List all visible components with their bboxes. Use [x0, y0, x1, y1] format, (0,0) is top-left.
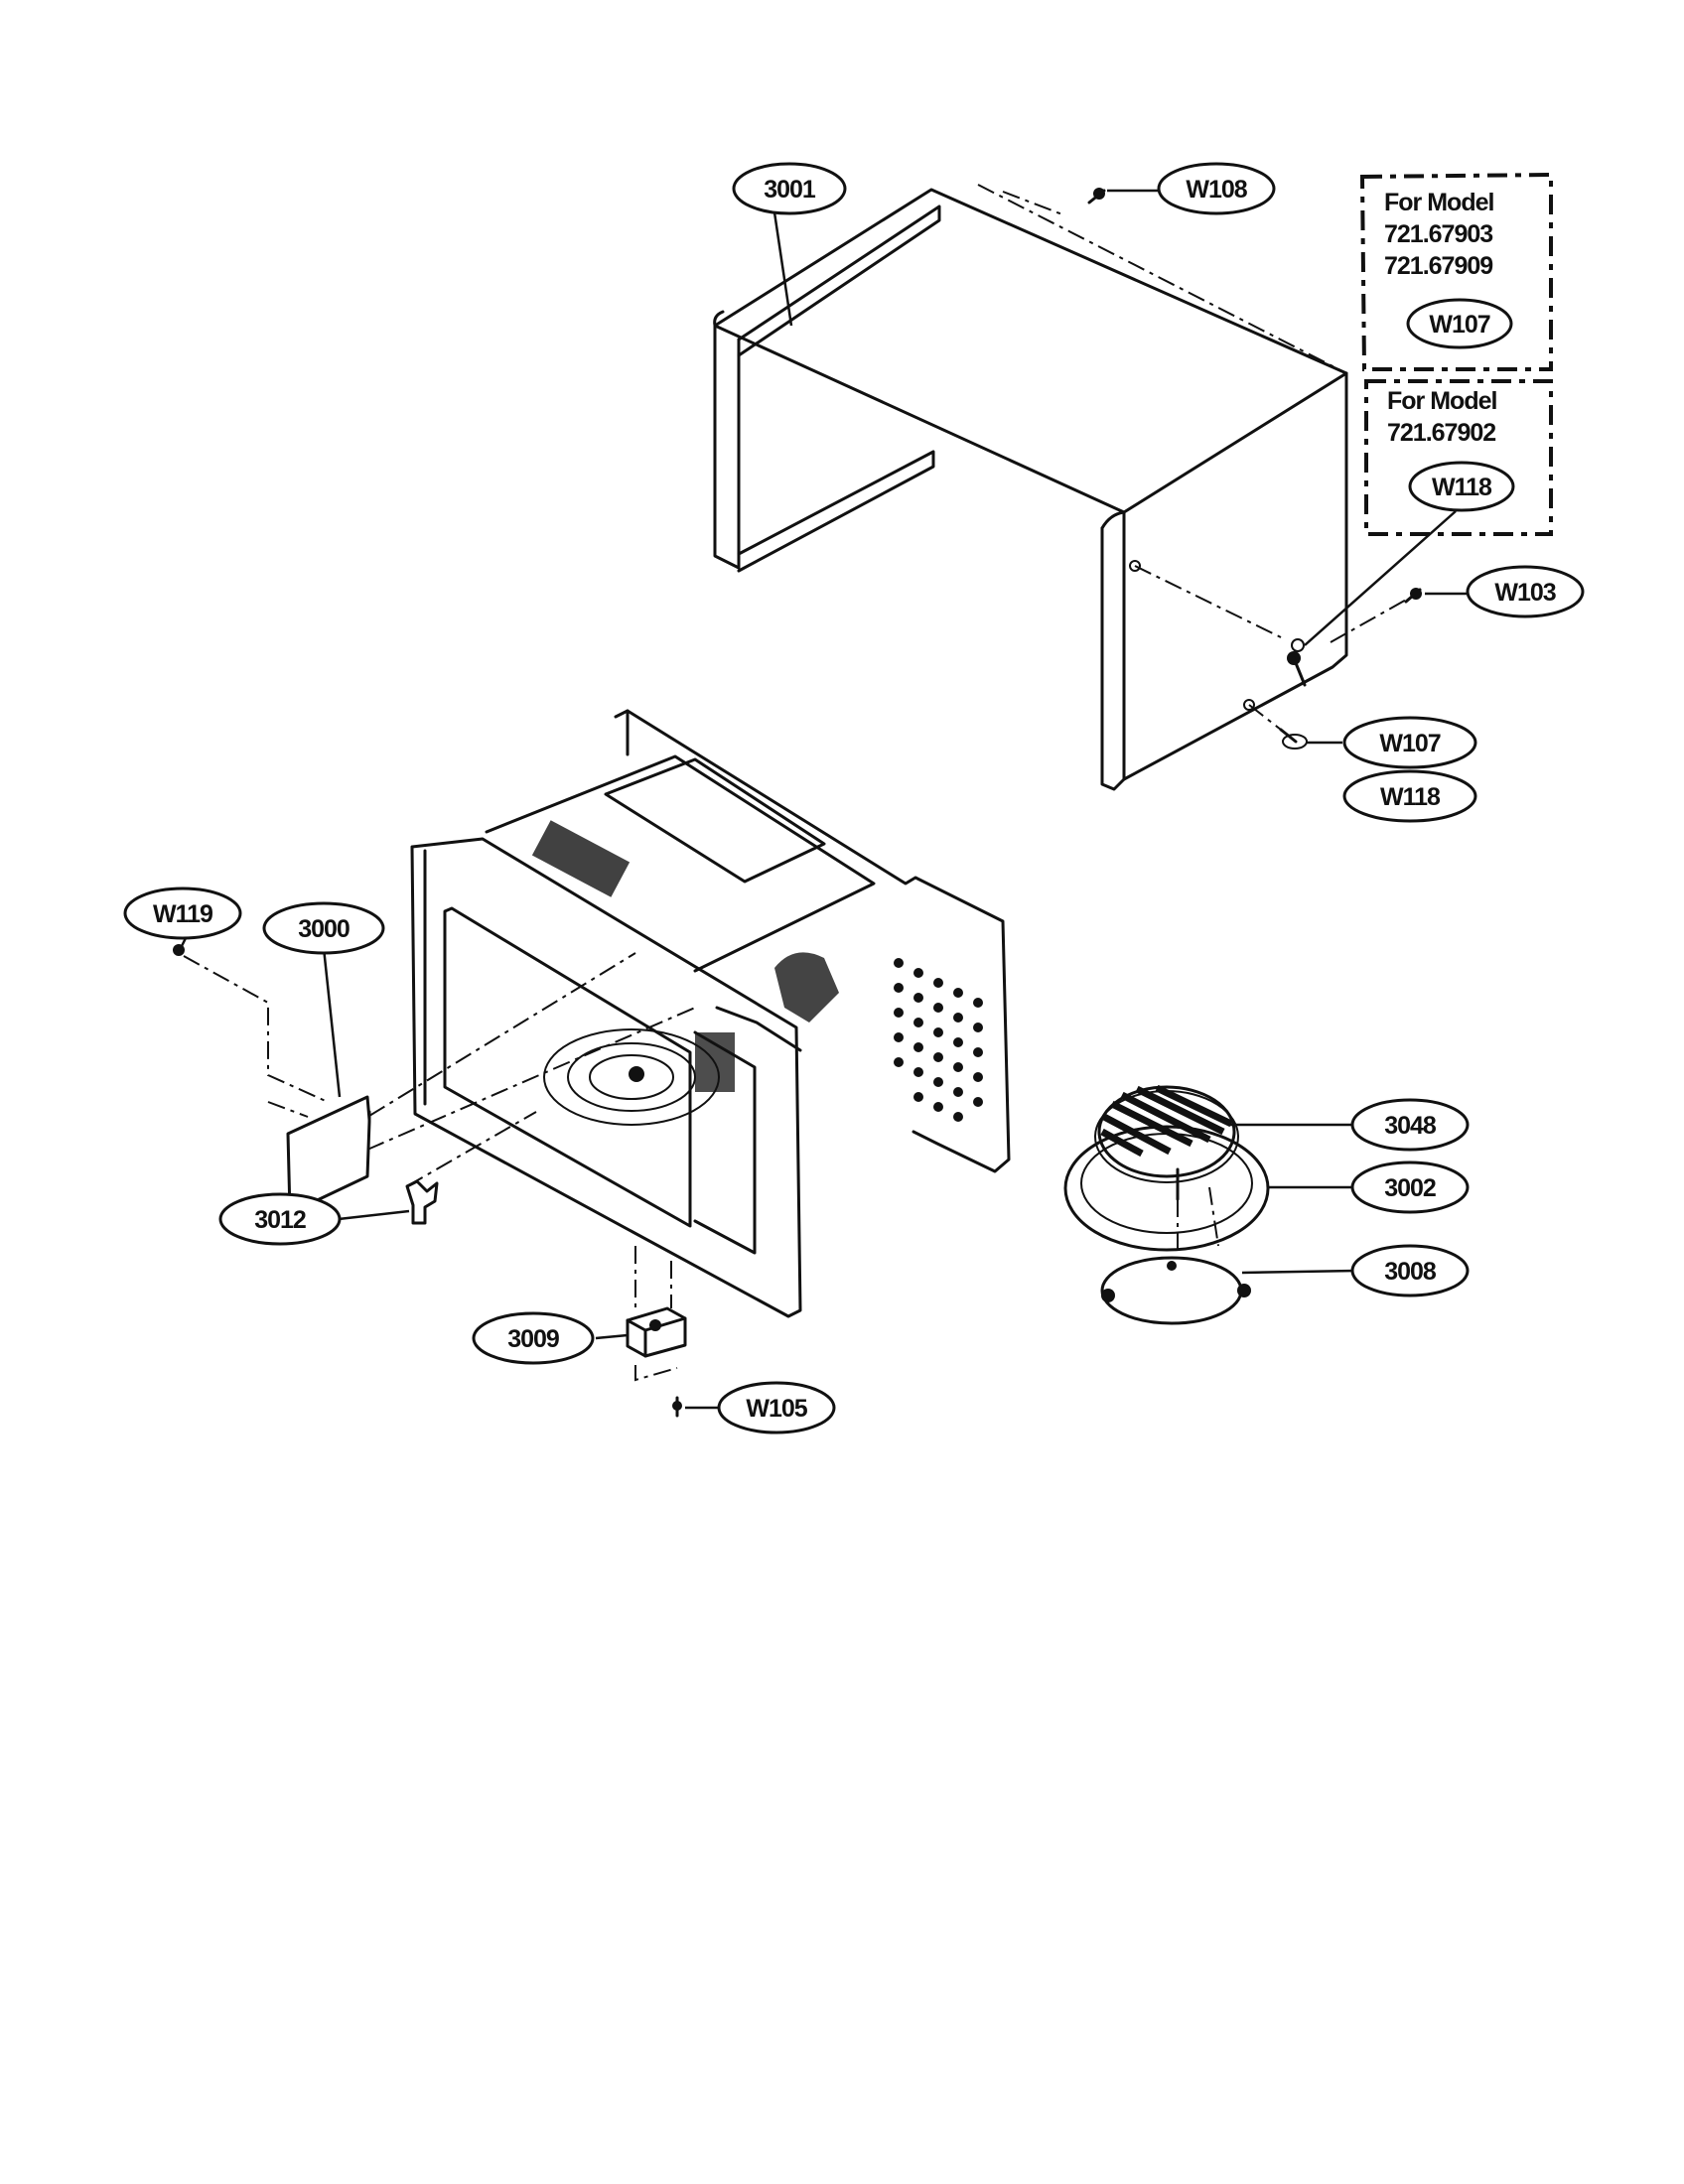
callout-3000-label: 3000: [298, 915, 350, 943]
callout-w103: W103: [1466, 565, 1585, 618]
turntable-motor-drawing: [626, 1306, 687, 1358]
callout-3009: 3009: [472, 1311, 595, 1365]
model-note-1-model-1: 721.67903: [1384, 220, 1492, 248]
callout-w108-label: W108: [1186, 176, 1247, 204]
callout-3048: 3048: [1350, 1098, 1470, 1152]
callout-w108: W108: [1157, 162, 1276, 215]
callout-w119: W119: [123, 887, 242, 940]
leader-lines: [179, 189, 1468, 1410]
model-note-1-part-label: W107: [1429, 311, 1489, 339]
callout-w105-label: W105: [746, 1395, 807, 1423]
model-note-1-heading: For Model: [1384, 189, 1493, 216]
model-note-1-model-2: 721.67909: [1384, 252, 1492, 280]
model-note-2-heading: For Model: [1387, 387, 1496, 415]
callout-w105: W105: [717, 1381, 836, 1434]
callout-3008: 3008: [1350, 1244, 1470, 1297]
callout-w119-label: W119: [153, 900, 212, 928]
callout-3012-label: 3012: [254, 1206, 306, 1234]
model-note-box-2: For Model 721.67902 W118: [1364, 379, 1553, 536]
callout-3012: 3012: [218, 1192, 342, 1246]
reference-lines: [183, 184, 1409, 1382]
callout-3048-label: 3048: [1384, 1112, 1437, 1140]
model-note-1-part-oval: [1406, 298, 1513, 349]
callout-3000: 3000: [262, 901, 385, 955]
callout-3002-label: 3002: [1384, 1174, 1436, 1202]
callout-w107: W107: [1342, 716, 1477, 769]
model-note-2-model-1: 721.67902: [1387, 419, 1495, 447]
callout-3002: 3002: [1350, 1160, 1470, 1214]
callout-w107-label: W107: [1379, 730, 1440, 757]
turntable-parts-drawing: [1063, 1084, 1270, 1325]
screw-drawings: [173, 188, 1422, 1418]
callout-3001-label: 3001: [764, 176, 816, 204]
callout-3001: 3001: [732, 162, 847, 215]
model-note-box-1: For Model 721.67903 721.67909 W107: [1359, 172, 1553, 371]
callout-w118: W118: [1342, 769, 1477, 823]
callout-w103-label: W103: [1494, 579, 1555, 607]
callout-3008-label: 3008: [1384, 1258, 1437, 1286]
outer-cabinet-drawing: [713, 188, 1348, 791]
model-note-2-part-label: W118: [1432, 474, 1492, 501]
callout-3009-label: 3009: [507, 1325, 559, 1353]
oven-cavity-chassis: [410, 709, 1011, 1318]
model-note-2-part-oval: [1408, 461, 1515, 512]
callout-w118-label: W118: [1380, 783, 1441, 811]
